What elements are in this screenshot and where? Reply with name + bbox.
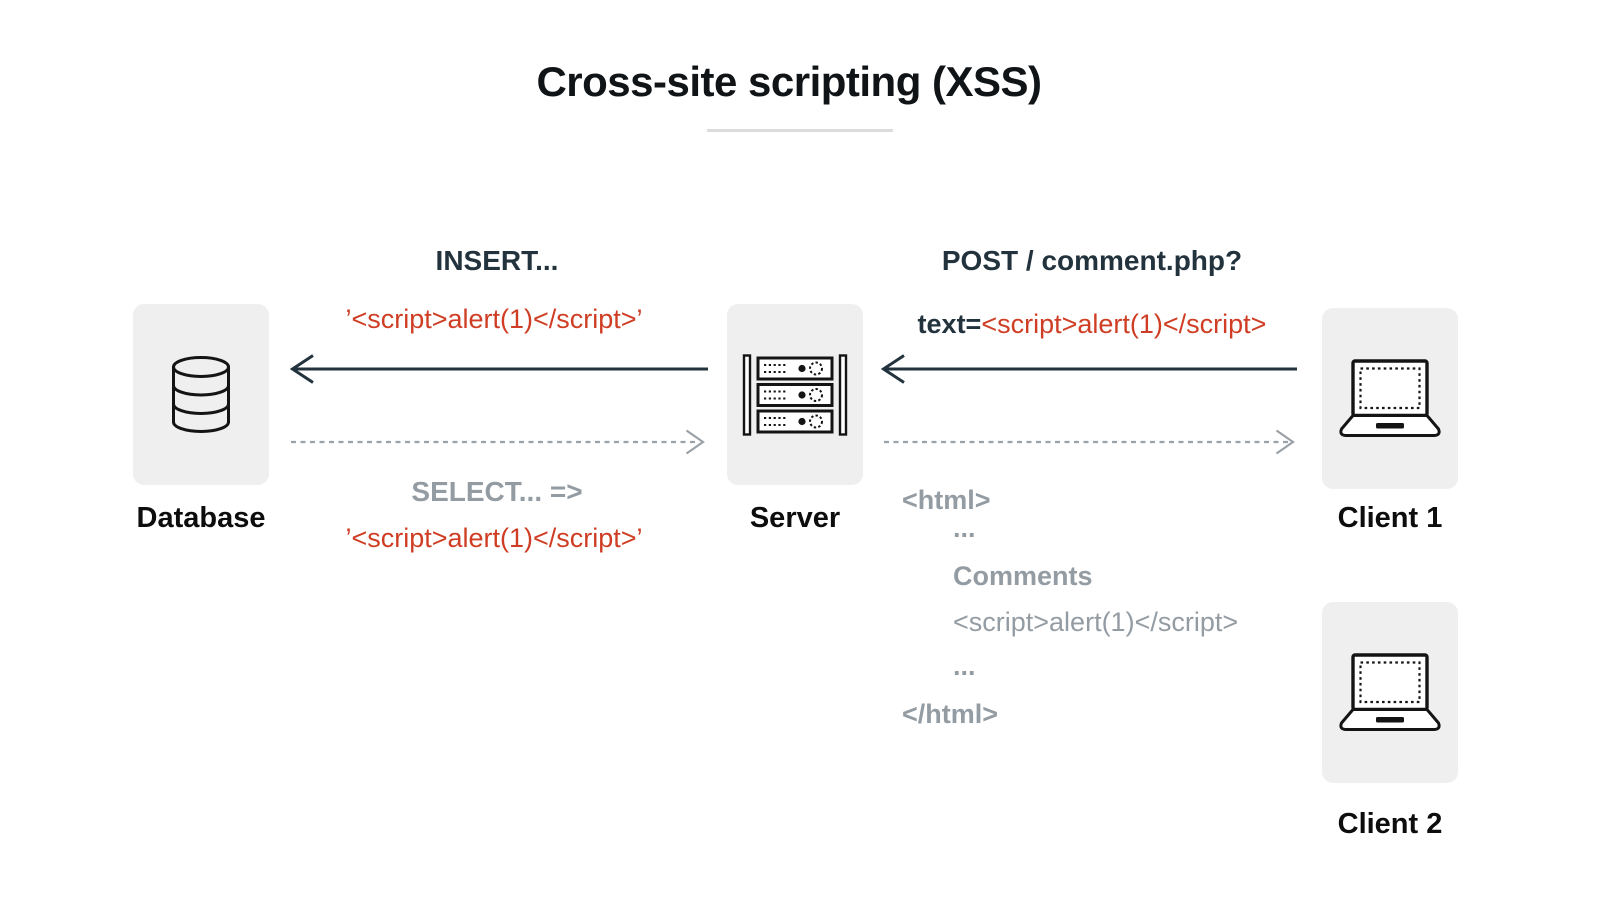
- client2-node: [1322, 602, 1458, 783]
- client1-label: Client 1: [1337, 502, 1443, 534]
- database-label: Database: [136, 502, 266, 534]
- response-comments-heading: Comments: [953, 561, 1093, 591]
- post-request-label: POST / comment.php?: [941, 245, 1243, 276]
- arrow-client1-to-server: [880, 354, 1297, 384]
- page-title: Cross-site scripting (XSS): [536, 58, 1042, 105]
- arrow-server-to-database: [289, 354, 708, 384]
- response-script-payload: <script>alert(1)</script>: [953, 607, 1239, 637]
- post-param-name: text=: [917, 309, 982, 339]
- title-underline: [707, 129, 893, 132]
- laptop-icon: [1339, 652, 1441, 731]
- laptop-icon: [1339, 358, 1441, 437]
- server-node: [727, 304, 863, 485]
- insert-payload-text: ’<script>alert(1)</script>’: [345, 304, 643, 334]
- response-ellipsis-bottom: ...: [953, 651, 976, 681]
- select-payload-text: ’<script>alert(1)</script>’: [345, 523, 643, 553]
- client1-node: [1322, 308, 1458, 489]
- database-node: [133, 304, 269, 485]
- post-body-line: text=<script>alert(1)</script>: [918, 308, 1267, 340]
- response-html-open: <html>: [902, 485, 991, 515]
- server-rack-icon: [742, 353, 848, 436]
- post-param-payload: <script>alert(1)</script>: [981, 309, 1267, 339]
- insert-query-label: INSERT...: [435, 245, 559, 276]
- arrow-server-to-client1-dashed: [884, 429, 1295, 455]
- arrow-database-to-server-dashed: [291, 429, 705, 455]
- response-html-close: </html>: [902, 699, 999, 729]
- client2-label: Client 2: [1337, 808, 1443, 840]
- response-ellipsis-top: ...: [953, 513, 976, 543]
- select-query-label: SELECT... =>: [411, 476, 583, 507]
- database-cylinder-icon: [172, 355, 230, 433]
- server-label: Server: [749, 502, 841, 534]
